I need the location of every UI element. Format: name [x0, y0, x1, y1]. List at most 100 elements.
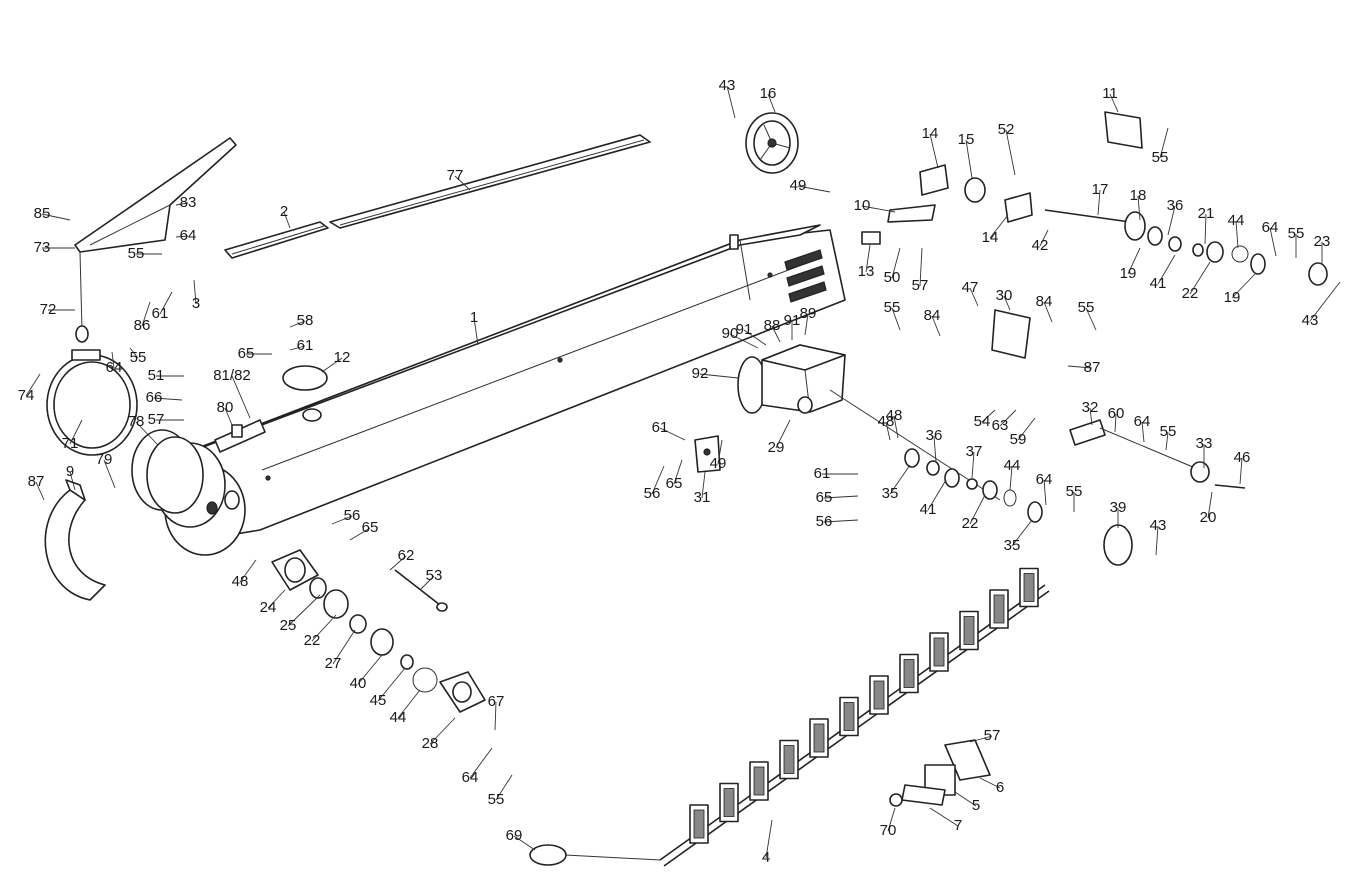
chain-flight-mesh — [1023, 573, 1035, 602]
part-number-label: 49 — [710, 455, 727, 472]
part-number-label: 49 — [790, 177, 807, 194]
leader-line — [349, 527, 371, 541]
drive-shaft — [1044, 209, 1328, 286]
leader-line — [865, 244, 871, 273]
part-number-label: 58 — [297, 312, 314, 329]
leader-line — [331, 515, 353, 525]
part-number-label: 44 — [1228, 212, 1245, 229]
part-number-label: 16 — [760, 85, 777, 102]
part-number-label: 35 — [1004, 537, 1021, 554]
top-rail — [329, 134, 651, 229]
leader-line — [919, 247, 923, 287]
leader-line — [1157, 254, 1176, 285]
leader-line — [175, 235, 189, 238]
leader-line — [289, 345, 306, 351]
leader-line — [891, 247, 901, 279]
leader-line — [321, 357, 343, 373]
leader-line — [419, 575, 435, 591]
leader-line — [1097, 189, 1101, 216]
part-number-label: 91 — [736, 321, 753, 338]
part-number-label: 83 — [180, 194, 197, 211]
leader-line — [717, 439, 723, 465]
part-number-label: 47 — [962, 279, 979, 296]
chain-link — [529, 844, 661, 866]
part-number-label: 56 — [344, 507, 361, 524]
leader-line — [1141, 421, 1145, 443]
flight-chain — [659, 567, 1050, 867]
leader-line — [469, 747, 493, 779]
part-number-label: 62 — [398, 547, 415, 564]
part-number-label: 15 — [958, 131, 975, 148]
leader-line — [35, 481, 45, 501]
part-number-label: 79 — [96, 451, 113, 468]
leader-line — [159, 291, 173, 315]
part-number-label: 80 — [217, 399, 234, 416]
leader-line — [1269, 227, 1277, 257]
leader-line — [726, 85, 736, 119]
part-number-label: 63 — [992, 417, 1009, 434]
leader-line — [765, 819, 773, 859]
leader-line — [927, 479, 947, 511]
leader-line — [1167, 205, 1176, 236]
leader-line — [1114, 413, 1117, 433]
part-number-label: 55 — [130, 349, 147, 366]
part-number-label: 87 — [28, 473, 45, 490]
leader-line — [129, 347, 139, 359]
leader-line — [1039, 229, 1049, 247]
part-number-label: 55 — [1152, 149, 1169, 166]
leader-line — [775, 419, 791, 449]
part-number-label: 44 — [1004, 457, 1021, 474]
leader-line — [25, 373, 41, 397]
part-number-label: 71 — [62, 435, 79, 452]
leader-line — [1085, 307, 1097, 331]
part-number-label: 81/82 — [213, 367, 251, 384]
part-number-label: 78 — [128, 413, 145, 430]
leader-line — [239, 559, 257, 583]
chain-flight-mesh — [723, 788, 735, 817]
leader-line — [429, 717, 456, 745]
leader-line — [1207, 491, 1213, 519]
part-number-label: 36 — [1167, 197, 1184, 214]
mount-plate — [991, 309, 1031, 359]
part-number-label: 55 — [1160, 423, 1177, 440]
leader-line — [231, 375, 251, 419]
leader-line — [1009, 465, 1013, 491]
bearing-flange — [271, 549, 319, 591]
part-number-label: 12 — [334, 349, 351, 366]
leader-line — [1127, 247, 1141, 275]
leader-line — [933, 435, 937, 463]
part-number-label: 89 — [800, 305, 817, 322]
part-number-label: 41 — [920, 501, 937, 518]
leader-line — [287, 594, 321, 627]
leader-line — [729, 333, 759, 349]
part-number-label: 19 — [1120, 265, 1137, 282]
part-number-label: 11 — [1102, 85, 1118, 102]
part-number-label: 65 — [362, 519, 379, 536]
part-number-label: 5 — [972, 797, 980, 814]
leader-line — [1005, 129, 1016, 176]
part-number-label: 22 — [304, 632, 321, 649]
leader-line — [175, 202, 189, 206]
part-number-label: 39 — [1110, 499, 1127, 516]
leader-line — [1159, 127, 1169, 159]
leader-line — [823, 519, 859, 523]
part-number-label: 22 — [962, 515, 979, 532]
leader-line — [989, 214, 1009, 239]
chain-flight-mesh — [693, 809, 705, 839]
leader-line — [153, 397, 183, 401]
part-number-label: 27 — [325, 655, 342, 672]
part-number-label: 22 — [1182, 285, 1199, 302]
leader-line — [1235, 220, 1239, 249]
chain-flight-mesh — [903, 659, 915, 688]
conveyor-housing — [154, 224, 846, 556]
part-number-label: 42 — [1032, 237, 1049, 254]
leader-lines — [25, 85, 1341, 859]
part-number-label: 1 — [470, 309, 478, 326]
leader-line — [1089, 407, 1093, 426]
tension-bracket — [1069, 419, 1246, 489]
part-number-label: 54 — [974, 413, 991, 430]
leader-line — [699, 373, 739, 379]
leader-line — [69, 419, 83, 445]
part-number-label: 48 — [232, 573, 249, 590]
